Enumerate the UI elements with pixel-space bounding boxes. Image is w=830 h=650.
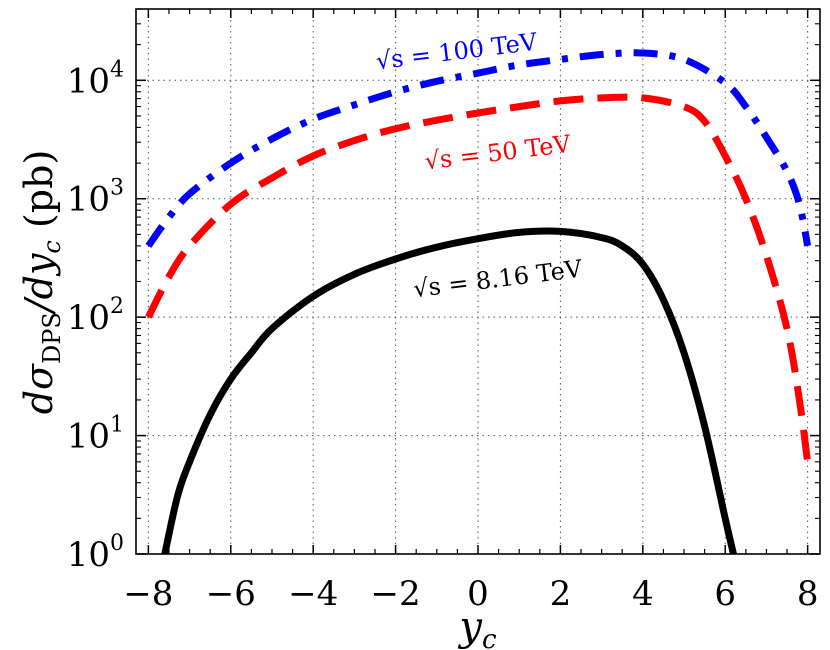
y-tick-base: 10	[67, 180, 110, 220]
y-tick-exponent: 4	[110, 57, 124, 82]
x-tick-label: −4	[288, 574, 338, 614]
series-line-2	[161, 227, 737, 555]
x-tick-label: 6	[714, 574, 736, 614]
series-line-1	[145, 93, 812, 463]
x-tick-label: 0	[467, 574, 489, 614]
svg-text:dσDPS/dyc (pb): dσDPS/dyc (pb)	[17, 150, 66, 415]
y-tick-exponent: 1	[110, 413, 124, 438]
y-tick-exponent: 2	[110, 294, 124, 319]
x-tick-label: 8	[797, 574, 819, 614]
y-tick-exponent: 0	[110, 531, 124, 556]
y-tick-base: 10	[67, 298, 110, 338]
y-tick-base: 10	[67, 417, 110, 457]
x-tick-label: −8	[123, 574, 173, 614]
y-tick-label: 104	[67, 57, 124, 101]
y-tick-label: 103	[67, 176, 124, 220]
y-tick-base: 10	[67, 61, 110, 101]
x-tick-labels: −8 −6 −4 −2 0 2 4 6 8	[123, 574, 818, 614]
x-axis-label: yc	[457, 604, 497, 650]
tick-layer	[136, 8, 820, 555]
x-tick-label: −2	[371, 574, 421, 614]
y-tick-label: 102	[67, 294, 124, 338]
y-tick-exponent: 3	[110, 176, 124, 201]
x-tick-label: 2	[550, 574, 572, 614]
y-tick-base: 10	[67, 535, 110, 575]
y-tick-label: 100	[67, 531, 124, 575]
y-axis-label: dσDPS/dyc (pb)	[17, 150, 66, 415]
y-tick-label: 101	[67, 413, 124, 457]
x-tick-label: 4	[632, 574, 654, 614]
x-tick-label: −6	[206, 574, 256, 614]
plot-background	[136, 9, 820, 554]
series-layer	[145, 49, 812, 555]
